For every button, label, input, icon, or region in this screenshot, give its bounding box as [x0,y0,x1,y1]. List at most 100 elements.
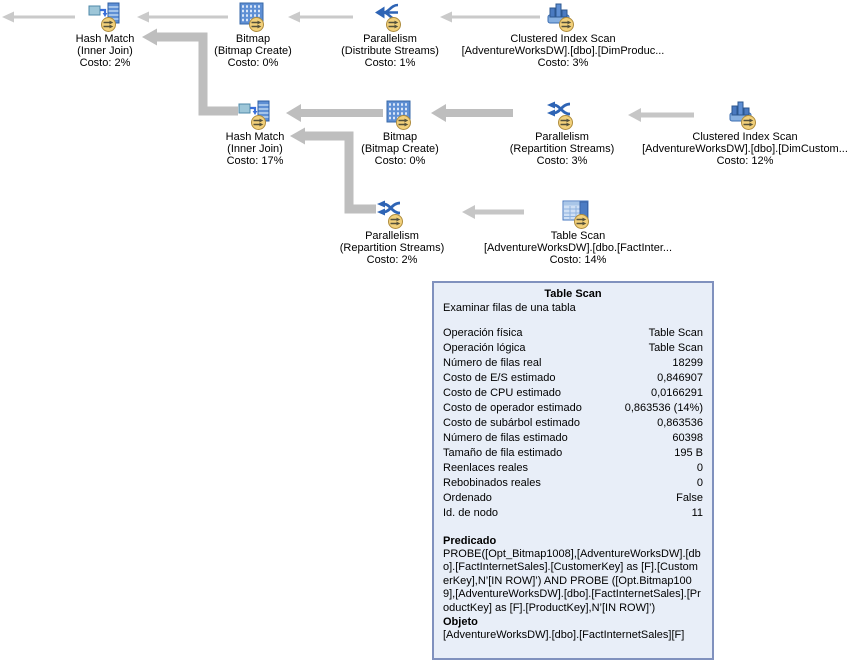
node-hash-match-2[interactable]: Hash Match(Inner Join)Costo: 17% [135,100,375,168]
parallelism-badge-icon [574,214,589,229]
node-label: Bitmap [235,33,271,45]
tooltip-section-text: PROBE([Opt_Bitmap1008],[AdventureWorksDW… [443,548,701,614]
tooltip-row-label: Id. de nodo [443,507,499,519]
node-parallelism-repartition-2[interactable]: Parallelism(Repartition Streams)Costo: 2… [272,199,512,267]
node-label: (Repartition Streams) [509,143,615,156]
node-label: Costo: 2% [366,254,418,267]
arrow-parallelism1-to-bitmap1[interactable] [288,11,353,23]
node-label: Costo: 3% [537,57,589,70]
node-label: Hash Match [225,131,285,143]
arrow-bitmap2-to-hashmatch2[interactable] [286,104,383,122]
clustered-index-scan-icon[interactable] [625,100,863,131]
node-label: (Inner Join) [77,45,133,58]
tooltip-row-label: Tamaño de fila estimado [443,447,563,459]
arrow-parallelism2-to-bitmap2[interactable] [431,104,513,122]
node-label: [AdventureWorksDW].[dbo].[DimCustom... [642,143,848,156]
parallelism-badge-icon [386,17,401,32]
tooltip-row-value: 18299 [672,357,703,369]
node-clustered-index-scan-1[interactable]: Clustered Index Scan[AdventureWorksDW].[… [443,2,683,70]
hash-match-icon[interactable] [135,100,375,131]
node-parallelism-repartition-1[interactable]: Parallelism(Repartition Streams)Costo: 3… [442,100,682,168]
node-label: Costo: 12% [716,155,774,168]
tooltip-row-label: Rebobinados reales [443,477,541,489]
table-scan-icon[interactable] [458,199,698,230]
tooltip-section-heading: Objeto [443,616,478,629]
node-label: (Bitmap Create) [361,143,439,156]
tooltip-row: Costo de E/S estimado 0,846907 [443,371,703,386]
node-clustered-index-scan-2[interactable]: Clustered Index Scan[AdventureWorksDW].[… [625,100,863,168]
bitmap-icon[interactable] [280,100,520,131]
tooltip-row-value: 0,863536 (14%) [624,402,703,414]
tooltip-row: Reenlaces reales 0 [443,461,703,476]
parallelism-badge-icon [388,214,403,229]
operator-tooltip: Table Scan Examinar filas de una tabla O… [432,281,714,660]
node-label: Costo: 0% [227,57,279,70]
tooltip-row-label: Número de filas estimado [443,432,568,444]
node-parallelism-distribute[interactable]: Parallelism(Distribute Streams)Costo: 1% [270,2,510,70]
tooltip-section-text: [AdventureWorksDW].[dbo].[FactInternetSa… [443,629,685,642]
arrow-bitmap1-to-hashmatch1[interactable] [137,11,228,23]
tooltip-row-label: Costo de CPU estimado [443,387,561,399]
tooltip-row-label: Operación física [443,327,523,339]
parallelism-repartition-icon[interactable] [442,100,682,131]
tooltip-row-value: 0,846907 [657,372,703,384]
node-label: Costo: 3% [536,155,588,168]
node-label: Hash Match [75,33,135,45]
tooltip-row: Número de filas real 18299 [443,356,703,371]
node-label: Costo: 17% [226,155,284,168]
parallelism-badge-icon [396,115,411,130]
node-label: (Bitmap Create) [214,45,292,58]
node-label: Clustered Index Scan [692,131,798,143]
node-label: Costo: 1% [364,57,416,70]
node-label: Costo: 2% [79,57,131,70]
arrow-cis2-to-parallelism2[interactable] [628,108,694,122]
parallelism-badge-icon [101,17,116,32]
tooltip-row-label: Reenlaces reales [443,462,528,474]
tooltip-row-label: Operación lógica [443,342,526,354]
node-hash-match-1[interactable]: Hash Match(Inner Join)Costo: 2% [0,2,225,70]
tooltip-row-value: 0 [696,462,703,474]
node-label: Costo: 0% [374,155,426,168]
tooltip-row-label: Costo de subárbol estimado [443,417,580,429]
arrow-tablescan-to-parallelism3[interactable] [462,205,524,219]
node-bitmap-2[interactable]: Bitmap(Bitmap Create)Costo: 0% [280,100,520,168]
tooltip-row-value: 0 [696,477,703,489]
arrow-cis1-to-parallelism1[interactable] [440,11,540,23]
parallelism-badge-icon [559,17,574,32]
tooltip-row-value: Table Scan [648,327,703,339]
parallelism-badge-icon [741,115,756,130]
node-label: [AdventureWorksDW].[dbo.[FactInter... [483,242,673,255]
parallelism-repartition-icon[interactable] [272,199,512,230]
parallelism-badge-icon [558,115,573,130]
hash-match-icon[interactable] [0,2,225,33]
node-label: (Distribute Streams) [341,45,439,58]
parallelism-distribute-icon[interactable] [270,2,510,33]
bitmap-icon[interactable] [133,2,373,33]
tooltip-section-heading: Predicado [443,535,497,547]
clustered-index-scan-icon[interactable] [443,2,683,33]
node-label: Costo: 14% [549,254,607,267]
arrow-output-left[interactable] [2,11,75,23]
tooltip-row: Id. de nodo 11 [443,506,703,521]
arrow-parallelism3-to-hashmatch2[interactable] [290,127,376,214]
node-label: Clustered Index Scan [510,33,616,45]
node-label: [AdventureWorksDW].[dbo].[DimProduc... [461,45,665,58]
parallelism-badge-icon [251,115,266,130]
tooltip-row-label: Número de filas real [443,357,542,369]
node-table-scan[interactable]: Table Scan[AdventureWorksDW].[dbo.[FactI… [458,199,698,267]
tooltip-row-value: 195 B [674,447,703,459]
arrow-hashmatch2-to-hashmatch1[interactable] [142,28,238,116]
node-label: (Inner Join) [227,143,283,156]
tooltip-row-label: Costo de E/S estimado [443,372,556,384]
tooltip-row-value: 11 [691,507,703,519]
tooltip-section: Objeto[AdventureWorksDW].[dbo].[FactInte… [443,615,703,642]
node-bitmap-1[interactable]: Bitmap(Bitmap Create)Costo: 0% [133,2,373,70]
tooltip-row: Rebobinados reales 0 [443,476,703,491]
